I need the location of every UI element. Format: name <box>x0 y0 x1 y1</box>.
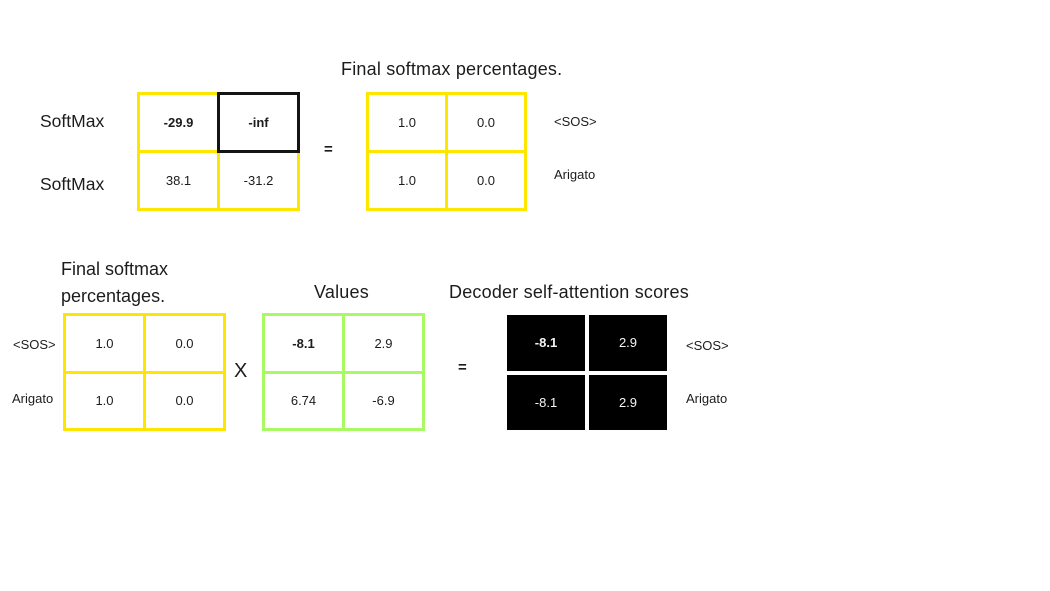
matrix-cell: 2.9 <box>345 316 422 371</box>
values-title: Values <box>314 282 369 302</box>
softmax-percentages-matrix-top: 1.0 0.0 1.0 0.0 <box>366 92 527 211</box>
matrix-cell: 0.0 <box>448 95 524 150</box>
matrix-cell: -31.2 <box>220 153 297 208</box>
top-title: Final softmax percentages. <box>341 59 563 79</box>
softmax-row-label-1: SoftMax <box>40 111 105 131</box>
matrix-cell: 6.74 <box>265 373 342 428</box>
matrix-cell: 1.0 <box>66 316 143 371</box>
equals-sign-bottom: = <box>458 359 467 376</box>
softmax-percentages-matrix-bottom: 1.0 0.0 1.0 0.0 <box>63 313 226 431</box>
matrix-cell: 0.0 <box>146 316 223 371</box>
matrix-cell: 2.9 <box>589 315 667 371</box>
bottom-left-title-line1: Final softmax <box>61 259 169 279</box>
multiply-sign: X <box>234 360 248 382</box>
matrix-cell: 2.9 <box>589 374 667 430</box>
decoder-self-attention-scores-matrix: -8.1 2.9 -8.1 2.9 <box>507 315 667 430</box>
matrix-cell: -8.1 <box>265 316 342 371</box>
sos-row-label-bottom-right: <SOS> <box>686 338 729 353</box>
values-matrix: -8.1 2.9 6.74 -6.9 <box>262 313 425 431</box>
matrix-cell: 0.0 <box>448 153 524 208</box>
bottom-left-title-line2: percentages. <box>61 286 166 306</box>
arigato-row-label-bottom-right: Arigato <box>686 391 728 406</box>
matrix-cell: 38.1 <box>140 153 217 208</box>
matrix-cell: -29.9 <box>140 95 217 150</box>
arigato-row-label-top: Arigato <box>554 167 596 182</box>
matrix-cell: -8.1 <box>507 374 585 430</box>
matrix-cell: -6.9 <box>345 373 422 428</box>
result-title: Decoder self-attention scores <box>449 282 689 302</box>
arigato-row-label-bottom-left: Arigato <box>12 391 54 406</box>
matrix-cell: 1.0 <box>369 153 445 208</box>
matrix-cell: 1.0 <box>66 373 143 428</box>
softmax-row-label-2: SoftMax <box>40 174 105 194</box>
matrix-cell-masked: -inf <box>217 92 300 153</box>
equals-sign-top: = <box>324 141 333 158</box>
matrix-cell: 1.0 <box>369 95 445 150</box>
sos-row-label-top: <SOS> <box>554 114 597 129</box>
bottom-left-title: Final softmax percentages. <box>61 256 168 310</box>
matrix-cell: -8.1 <box>507 315 585 371</box>
matrix-cell: 0.0 <box>146 373 223 428</box>
sos-row-label-bottom-left: <SOS> <box>13 337 56 352</box>
masked-logits-matrix: -29.9 -inf 38.1 -31.2 <box>137 92 300 211</box>
